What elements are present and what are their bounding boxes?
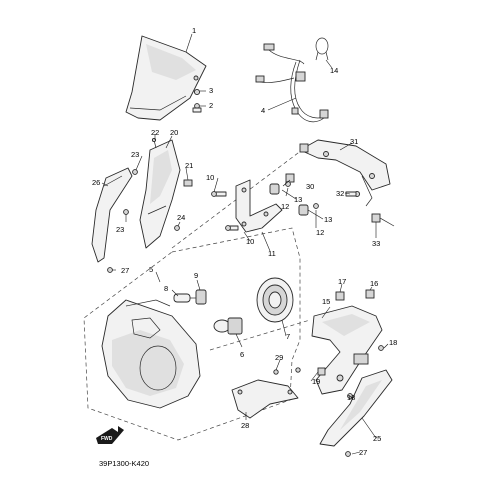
callout-13-upper: 13 — [294, 195, 302, 204]
bolt-10-upper — [211, 191, 227, 197]
screw-3 — [193, 88, 201, 96]
callout-13-lower: 13 — [324, 215, 332, 224]
damper-13-lower — [298, 204, 309, 216]
callout-1: 1 — [192, 26, 196, 35]
callout-2: 2 — [209, 101, 213, 110]
leader-lines — [101, 33, 389, 455]
lower-cover-25 — [319, 369, 393, 447]
callout-5: 5 — [149, 265, 153, 274]
assembly-outline-headlight — [83, 227, 301, 441]
callout-11: 11 — [268, 249, 276, 258]
callout-15: 15 — [322, 297, 330, 306]
callout-10-upper: 10 — [206, 173, 214, 182]
damper-13-upper — [269, 183, 280, 195]
wire-harness-part — [255, 43, 329, 123]
screw-29-lower — [295, 367, 301, 373]
callout-27-right: 27 — [359, 448, 367, 457]
bolt-10-lower — [225, 225, 239, 231]
callout-24: 24 — [177, 213, 185, 222]
pin-22 — [151, 137, 157, 149]
callout-29: 29 — [275, 353, 283, 362]
screw-27-left — [107, 267, 113, 273]
callout-32: 32 — [336, 189, 344, 198]
callout-8: 8 — [164, 284, 168, 293]
callout-25: 25 — [373, 434, 381, 443]
callout-17: 17 — [338, 277, 346, 286]
callout-23-lower: 23 — [116, 225, 124, 234]
bolt-12-lower — [313, 203, 319, 209]
callout-26: 26 — [92, 178, 100, 187]
side-cover-26 — [91, 167, 133, 263]
callout-labels: 1 3 2 4 14 22 20 23 21 26 23 24 27 10 10… — [92, 26, 397, 457]
socket-9 — [195, 289, 207, 305]
bulb-cover-7 — [256, 277, 294, 323]
callout-18-upper: 18 — [389, 338, 397, 347]
bulb-6 — [213, 317, 243, 335]
stay-28 — [231, 379, 299, 419]
callout-12-lower: 12 — [316, 228, 324, 237]
fwd-label: FWD — [101, 436, 113, 442]
callout-27-left: 27 — [121, 266, 129, 275]
callout-10-lower: 10 — [246, 237, 254, 246]
callout-16: 16 — [370, 279, 378, 288]
screw-23-upper — [132, 169, 138, 175]
callout-4: 4 — [261, 106, 265, 115]
callout-20: 20 — [170, 128, 178, 137]
callout-33: 33 — [372, 239, 380, 248]
callout-18-lower: 18 — [347, 393, 355, 402]
clip-16 — [365, 289, 375, 299]
clamp-14 — [315, 37, 329, 61]
callout-23-upper: 23 — [131, 150, 139, 159]
callout-14: 14 — [330, 66, 338, 75]
clip-19 — [317, 367, 326, 376]
callout-9: 9 — [194, 271, 198, 280]
bolt-12-upper — [285, 181, 291, 187]
connector-33 — [371, 213, 395, 227]
callout-22: 22 — [151, 128, 159, 137]
callout-6: 6 — [240, 350, 244, 359]
callout-30: 30 — [306, 182, 314, 191]
stay-bracket-part — [299, 139, 391, 207]
clip-21 — [183, 179, 193, 187]
callout-31: 31 — [350, 137, 358, 146]
headlight-unit-part — [101, 299, 201, 409]
callout-28: 28 — [241, 421, 249, 430]
diagram-code: 39P1300-K420 — [99, 459, 149, 468]
bolt-32 — [345, 190, 361, 198]
callout-7: 7 — [286, 332, 290, 341]
screw-27-right — [345, 451, 351, 457]
callout-3: 3 — [209, 86, 213, 95]
screw-23-lower — [123, 209, 129, 215]
screw-24 — [174, 225, 180, 231]
assembly-outline-bracket — [171, 149, 311, 351]
screw-29-upper — [273, 369, 279, 375]
grommet-17 — [335, 291, 345, 301]
screw-18-upper — [378, 345, 384, 351]
fwd-arrow-icon: FWD — [96, 426, 124, 444]
grommet-30 — [285, 173, 295, 183]
callout-19: 19 — [312, 377, 320, 386]
callout-12-upper: 12 — [281, 202, 289, 211]
inner-panel-20 — [139, 139, 181, 249]
windshield-part — [125, 35, 207, 121]
headlight-bracket-part — [235, 179, 283, 233]
bolt-2 — [192, 103, 202, 113]
side-cowling-15 — [311, 305, 383, 395]
callout-21: 21 — [185, 161, 193, 170]
